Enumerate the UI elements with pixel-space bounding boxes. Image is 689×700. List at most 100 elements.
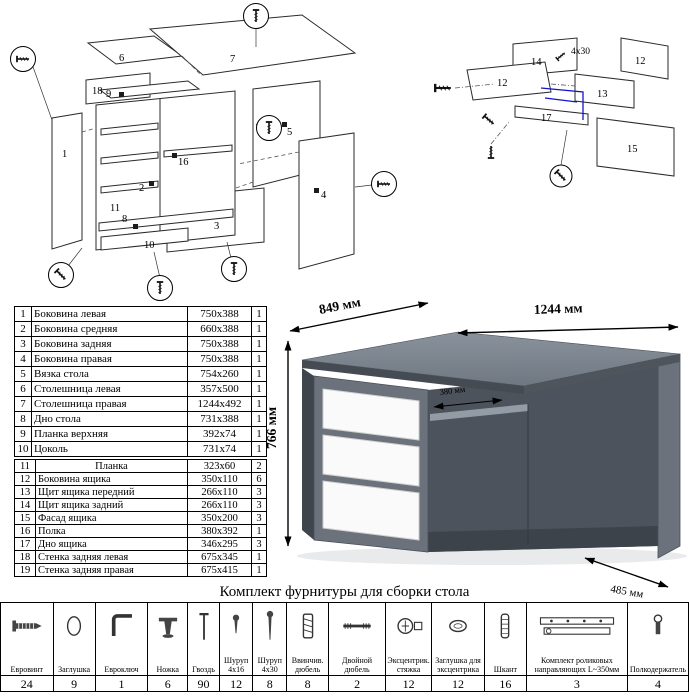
part-label-18: 18 [92,86,103,97]
part-number: 14 [14,498,36,512]
roller-guides-icon [539,617,614,635]
hw-qty: 8 [252,675,288,692]
hw-qty: 12 [218,675,254,692]
dim-arrow-380 [433,397,503,410]
drawer-side-panel-12-left [466,61,552,101]
hw-name: Шуруп 4x16 [223,656,249,674]
part-qty: 1 [251,441,267,457]
leg-icon [158,617,177,638]
part-name: Дно ящика [35,537,188,551]
slat-11c [100,180,159,194]
part-number: 1 [14,306,32,322]
part-name: Боковина правая [31,351,188,367]
exploded-assembly-svg: 7 6 5 4 1 18 9 2 16 11 8 10 3 [10,3,397,301]
hardware-qty-row: 24 9 1 6 90 12 8 8 2 12 12 16 3 4 [0,675,689,692]
part-number: 7 [14,396,32,412]
part-name: Планка верхняя [31,426,188,442]
hw-name: Двойной дюбель [342,656,373,674]
part-label-12-left: 12 [497,78,508,89]
bottom-8 [98,208,234,232]
dim-arrow-1244 [457,323,679,337]
desk-dimension-render: 849 мм 1244 мм 766 мм 380 мм 485 мм [262,294,689,598]
panel-left-1 [51,112,83,250]
double-dowel-icon [343,623,371,629]
drawer-front-2 [322,434,420,487]
hw-cell-shurup-4x30: Шуруп 4x30 [252,602,288,676]
hw-name: Шуруп 4x30 [257,656,282,674]
desk-render-svg: 849 мм 1244 мм 766 мм 380 мм 485 мм [264,294,687,598]
part-label-12-right: 12 [635,56,646,67]
part-number: 15 [14,511,36,525]
part-name: Полка [35,524,188,538]
part-qty: 1 [251,306,267,322]
hw-name: Заглушка для эксцентрика [435,656,481,674]
hw-cell-dvoinoy-dyubel: Двойной дюбель [328,602,386,676]
hw-cell-zaglushka-excentrika: Заглушка для эксцентрика [431,602,485,676]
part-size: 392x74 [187,426,252,442]
part-number: 16 [14,524,36,538]
dim-arrow-849 [289,301,429,333]
dim-label-849: 849 мм [318,294,362,317]
niche-floor-shade [428,526,658,552]
part-name: Стенка задняя левая [35,550,188,564]
part-number: 10 [14,441,32,457]
hw-name: Ввинчив. дюбель [291,656,324,674]
part-number: 4 [14,351,32,367]
hw-name: Полкодержатель [629,664,686,674]
hw-qty: 4 [626,675,689,692]
part-name: Боковина средняя [31,321,188,337]
wooden-dowel-icon [501,613,510,639]
hw-cell-eurokey: Евроключ [94,602,149,676]
desktop-front-edge-right [524,354,680,394]
dim-label-380: 380 мм [439,384,466,397]
drawer-side-panel-12-right [620,37,669,80]
part-label-13: 13 [597,89,608,100]
part-name: Столешница левая [31,381,188,397]
part-size: 750x388 [187,336,252,352]
hw-qty: 24 [0,675,54,692]
part-name: Боковина левая [31,306,188,322]
hw-qty: 12 [384,675,433,692]
part-size: 660x388 [187,321,252,337]
part-number: 19 [14,563,36,577]
assembly-guide-lines-blue [540,87,584,120]
part-number: 3 [14,336,32,352]
drawer-assembly-svg: 14 4x30 12 12 13 17 15 [434,37,675,188]
cam-fitting-marks [119,92,319,229]
confirmat-screw-icon [12,620,42,632]
hw-cell-shurup-4x16: Шуруп 4x16 [218,602,254,676]
screw-4x30-icon [266,610,273,640]
hardware-title: Комплект фурнитуры для сборки стола [219,584,470,600]
panel-right-4 [298,132,355,270]
hw-qty: 6 [147,675,189,692]
desk-right-panel [657,353,681,559]
part-size: 675x415 [187,563,252,577]
hw-name: Шкант [493,664,517,674]
hw-cell-excentrik: Эксцентрик. стяжка [384,602,433,676]
part-size: 750x388 [187,351,252,367]
part-size: 754x260 [187,366,252,382]
hw-cell-vvinch-dyubel: Ввинчив. дюбель [286,602,330,676]
part-name: Боковина задняя [31,336,188,352]
slat-11a [100,122,159,136]
part-number: 17 [14,537,36,551]
part-label-5: 5 [287,127,292,138]
part-label-16: 16 [178,157,189,168]
hw-qty: 9 [52,675,96,692]
cam-lock-icon [396,618,422,634]
hw-cell-polkoderzhatel: Полкодержатель [626,602,689,676]
part-label-3: 3 [214,221,219,232]
part-name: Фасад ящика [35,511,188,525]
part-name: Щит ящика передний [35,485,188,499]
shelf-pin-icon [653,614,663,635]
